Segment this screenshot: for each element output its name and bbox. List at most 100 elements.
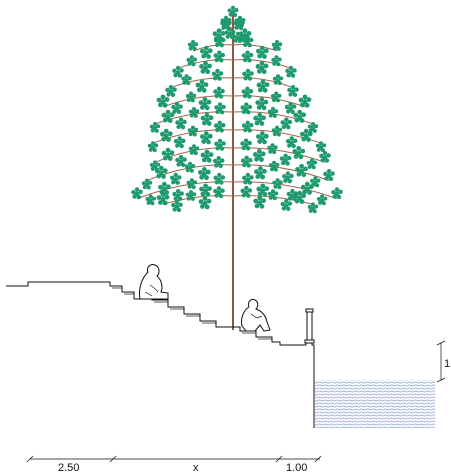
leaf-cluster	[284, 102, 297, 115]
leaf-cluster	[310, 176, 321, 188]
leaf-cluster	[267, 143, 278, 155]
leaf-cluster	[171, 200, 183, 213]
leaf-cluster	[300, 181, 314, 195]
leaf-cluster	[268, 160, 280, 172]
leaf-cluster	[292, 146, 306, 160]
leaf-cluster	[147, 141, 159, 153]
leaf-cluster	[175, 155, 187, 167]
leaf-cluster	[241, 120, 254, 133]
seated-person-icon	[139, 264, 169, 300]
leaf-cluster	[181, 74, 192, 86]
leaf-cluster	[186, 178, 198, 190]
leaf-cluster	[256, 131, 269, 145]
dimension-middle-label: x	[193, 462, 199, 474]
leaf-cluster	[145, 194, 156, 206]
leaf-cluster	[213, 172, 226, 185]
leaf-cluster	[213, 120, 226, 133]
water-drop-dimension: 1	[436, 340, 450, 383]
leaf-cluster	[172, 189, 184, 201]
tree-branch	[232, 44, 278, 52]
leaf-cluster	[199, 183, 212, 197]
leaf-cluster	[295, 163, 308, 178]
leaf-cluster	[240, 102, 253, 115]
leaf-cluster	[212, 156, 225, 168]
tree-branch	[192, 44, 234, 52]
leaf-cluster	[214, 102, 226, 115]
leaf-cluster	[306, 158, 318, 170]
leaf-cluster	[319, 150, 331, 163]
tree-icon	[131, 5, 343, 330]
leaf-cluster	[307, 202, 319, 214]
leaf-cluster	[161, 147, 175, 161]
leaf-cluster	[256, 183, 270, 197]
leaf-cluster	[255, 61, 269, 75]
leaf-cluster	[187, 40, 199, 51]
leaf-cluster	[155, 165, 168, 179]
leaf-cluster	[241, 86, 254, 99]
leaf-cluster	[280, 117, 293, 130]
leaf-cluster	[307, 122, 319, 133]
leaf-cluster	[240, 155, 253, 168]
tree-branch	[136, 181, 234, 200]
leaf-cluster	[242, 172, 254, 185]
leaf-cluster	[267, 107, 279, 118]
leaf-cluster	[161, 109, 175, 123]
leaf-cluster	[300, 128, 313, 142]
water-drop-label: 1	[444, 358, 450, 370]
leaf-cluster	[316, 194, 328, 206]
leaf-cluster	[271, 40, 283, 51]
leaf-cluster	[200, 149, 214, 163]
leaf-cluster	[198, 167, 211, 181]
dimension-left-label: 2.50	[58, 462, 79, 474]
leaf-cluster	[227, 5, 239, 18]
leaf-cluster	[200, 45, 213, 59]
leaf-cluster	[200, 112, 214, 126]
leaf-cluster	[232, 31, 244, 44]
leaf-cluster	[256, 79, 270, 93]
leaf-cluster	[331, 187, 343, 200]
leaf-cluster	[213, 50, 225, 63]
leaf-cluster	[131, 187, 143, 200]
leaf-cluster	[271, 91, 282, 103]
leaf-cluster	[272, 74, 284, 86]
leaf-cluster	[315, 141, 327, 153]
tree-branch	[170, 77, 234, 89]
leaf-cluster	[172, 65, 184, 78]
leaf-cluster	[160, 128, 173, 142]
leaf-cluster	[188, 144, 200, 156]
step-edges	[112, 287, 272, 340]
leaf-cluster	[271, 55, 282, 67]
leaf-cluster	[241, 50, 254, 63]
leaf-cluster	[271, 125, 283, 137]
leaf-cluster	[293, 190, 306, 204]
leaf-cluster	[220, 15, 232, 28]
leaf-cluster	[171, 102, 183, 115]
leaf-cluster	[156, 94, 170, 108]
leaf-cluster	[198, 97, 212, 111]
leaf-cluster	[323, 169, 335, 181]
leaf-cluster	[256, 45, 269, 59]
tree-branch	[162, 95, 234, 108]
leaf-cluster	[287, 85, 299, 98]
leaf-cluster	[188, 107, 200, 118]
leaf-cluster	[293, 109, 306, 123]
leaf-cluster	[173, 136, 186, 149]
leaf-cluster	[187, 125, 199, 137]
leaf-cluster	[175, 117, 187, 130]
leaf-cluster	[213, 35, 226, 48]
leaf-cluster	[285, 136, 298, 149]
leaf-cluster	[252, 148, 266, 163]
leaf-cluster	[165, 85, 177, 98]
leaf-cluster	[267, 189, 279, 201]
terrain-profile	[6, 281, 315, 428]
leaf-cluster	[198, 196, 212, 210]
leaf-cluster	[214, 138, 226, 151]
leaf-cluster	[255, 97, 269, 111]
leaf-cluster	[185, 190, 197, 201]
water-icon	[315, 380, 435, 428]
leaf-cluster	[186, 55, 197, 67]
leaf-cluster	[234, 15, 246, 28]
tree-branch	[232, 77, 294, 89]
leaf-cluster	[156, 192, 170, 206]
